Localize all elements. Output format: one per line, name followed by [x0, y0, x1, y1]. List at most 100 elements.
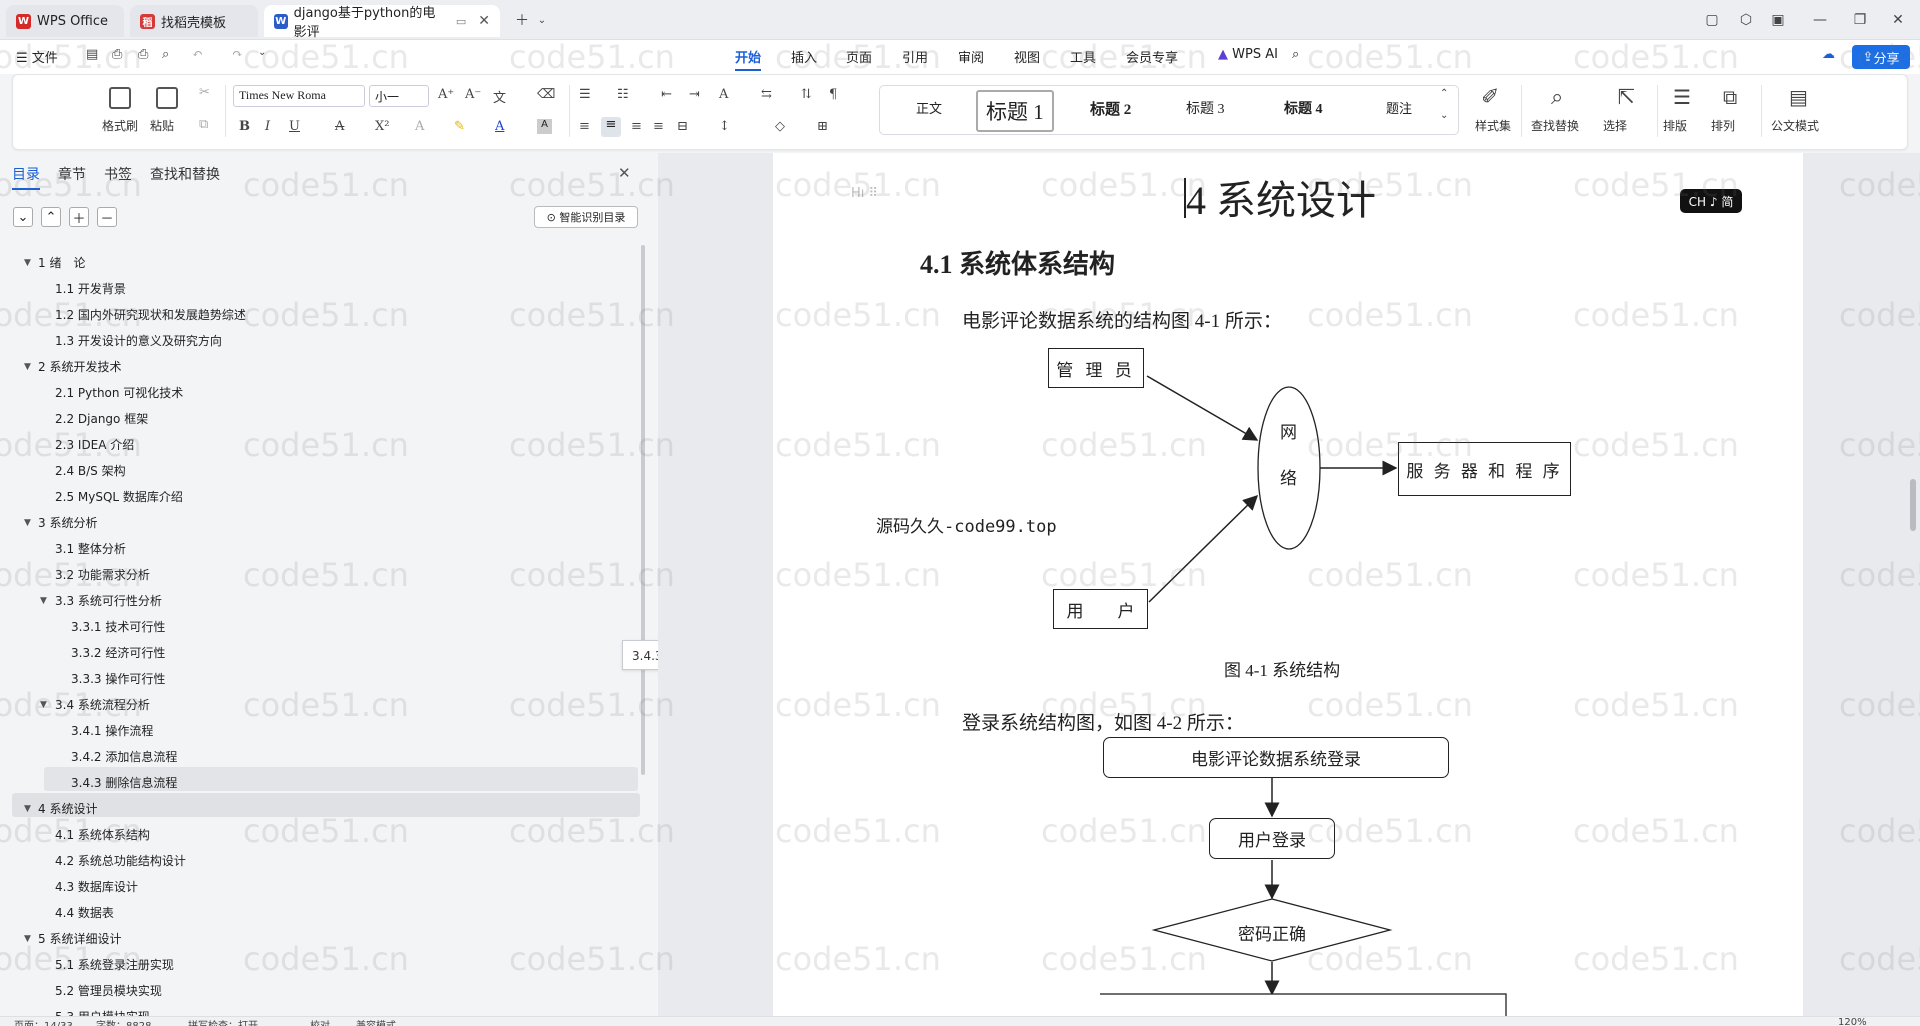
arrange-label[interactable]: 排列	[1711, 119, 1736, 133]
document-scrollbar[interactable]	[1906, 153, 1920, 1016]
cut-icon[interactable]: ✂	[199, 85, 210, 100]
menu-review[interactable]: 审阅	[958, 51, 985, 66]
toc-item[interactable]: 3.3 系统可行性分析	[55, 594, 162, 608]
export-icon[interactable]: ⎙	[112, 47, 123, 62]
menu-view[interactable]: 视图	[1014, 51, 1041, 66]
search-icon[interactable]: ⌕	[1292, 47, 1300, 62]
style-heading-4[interactable]: 标题 4	[1284, 102, 1323, 117]
style-set-label[interactable]: 样式集	[1475, 119, 1512, 133]
strikethrough-icon[interactable]: A	[335, 119, 345, 134]
arrange-icon[interactable]: ⧉	[1723, 85, 1738, 109]
toc-item[interactable]: 4 系统设计	[38, 802, 98, 816]
toc-item[interactable]: 1.1 开发背景	[55, 282, 126, 296]
tab-chapter[interactable]: 章节	[58, 167, 86, 183]
user-box[interactable]: 用 户	[1053, 589, 1148, 629]
spell-check[interactable]: 拼写检查：打开	[188, 1017, 258, 1026]
scroll-thumb[interactable]	[1910, 479, 1916, 531]
new-tab-icon[interactable]: ＋	[515, 13, 529, 29]
select-icon[interactable]: ⇱	[1617, 85, 1636, 110]
save-icon[interactable]: ▤	[86, 47, 99, 62]
toc-item[interactable]: 2 系统开发技术	[38, 360, 122, 374]
toc-item[interactable]: 1.3 开发设计的意义及研究方向	[55, 334, 222, 348]
border-icon[interactable]: ⊞	[817, 119, 828, 134]
file-menu[interactable]: ☰ 文件	[16, 51, 58, 66]
toc-item[interactable]: 3.4.3 删除信息流程	[71, 776, 178, 790]
zoom-level[interactable]: 120%	[1838, 1017, 1867, 1026]
layout-label[interactable]: 排版	[1663, 119, 1688, 133]
find-icon[interactable]: ⌕	[1551, 85, 1564, 110]
toc-item[interactable]: 4.2 系统总功能结构设计	[55, 854, 186, 868]
expand-toggle-icon[interactable]: ▼	[40, 700, 47, 710]
chevron-up-icon[interactable]: ⌃	[1440, 88, 1449, 99]
toc-item[interactable]: 3.3.1 技术可行性	[71, 620, 166, 634]
wps-ai-button[interactable]: ▲ WPS AI	[1218, 47, 1278, 62]
paste-label[interactable]: 粘贴	[150, 119, 175, 133]
close-tab-icon[interactable]: ✕	[478, 13, 490, 29]
cloud-icon[interactable]: ☁	[1822, 47, 1835, 62]
admin-box[interactable]: 管 理 员	[1048, 348, 1144, 388]
justify-icon[interactable]: ≡	[653, 119, 664, 134]
phonetic-icon[interactable]: 文	[493, 91, 507, 106]
align-center-icon[interactable]: ≡	[601, 117, 621, 137]
toc-item[interactable]: 2.2 Django 框架	[55, 412, 149, 426]
toc-item[interactable]: 3.3.2 经济可行性	[71, 646, 166, 660]
sort-icon[interactable]: ⇅	[801, 87, 812, 102]
underline-icon[interactable]: U	[289, 119, 300, 134]
flow-login-box[interactable]: 用户登录	[1209, 818, 1335, 859]
tab-wps-office[interactable]: W WPS Office	[6, 5, 124, 37]
flow-start-box[interactable]: 电影评论数据系统登录	[1103, 737, 1449, 778]
expand-toggle-icon[interactable]: ▼	[24, 804, 31, 814]
toc-item[interactable]: 3 系统分析	[38, 516, 98, 530]
toc-item[interactable]: 2.1 Python 可视化技术	[55, 386, 184, 400]
bold-icon[interactable]: B	[239, 119, 250, 134]
superscript-icon[interactable]: X²	[375, 119, 390, 134]
expand-toggle-icon[interactable]: ▼	[24, 934, 31, 944]
server-box[interactable]: 服 务 器 和 程 序	[1398, 442, 1571, 496]
toc-item[interactable]: 3.4.2 添加信息流程	[71, 750, 178, 764]
toc-item[interactable]: 1.2 国内外研究现状和发展趋势综述	[55, 308, 246, 322]
indent-icon[interactable]: ⇥	[689, 87, 700, 102]
number-list-icon[interactable]: ☷	[617, 87, 629, 102]
remove-heading-icon[interactable]: －	[97, 207, 117, 227]
toc-item[interactable]: 5.2 管理员模块实现	[55, 984, 162, 998]
toc-item[interactable]: 4.1 系统体系结构	[55, 828, 150, 842]
toc-item[interactable]: 3.1 整体分析	[55, 542, 126, 556]
restore-icon[interactable]: ❐	[1853, 12, 1867, 28]
expand-toggle-icon[interactable]: ▼	[24, 258, 31, 268]
menu-home[interactable]: 开始	[735, 47, 762, 71]
box-icon[interactable]: ⬡	[1739, 12, 1753, 28]
avatar[interactable]: ▣	[1771, 12, 1785, 28]
layout-icon[interactable]: ☰	[1673, 85, 1691, 109]
font-color-icon[interactable]: A	[495, 119, 505, 134]
share-button[interactable]: ⇪ 分享	[1852, 45, 1910, 69]
chevron-down-icon[interactable]: ⌄	[1440, 110, 1449, 121]
toc-item[interactable]: 2.4 B/S 架构	[55, 464, 126, 478]
close-panel-icon[interactable]: ✕	[618, 164, 631, 182]
tab-docer[interactable]: 稻 找稻壳模板	[130, 5, 258, 37]
official-doc-icon[interactable]: ▤	[1789, 85, 1808, 109]
page-indicator[interactable]: 页面：14/33	[14, 1017, 73, 1026]
find-replace-label[interactable]: 查找替换	[1531, 119, 1580, 133]
format-painter-label[interactable]: 格式刷	[102, 119, 139, 133]
paragraph-2[interactable]: 登录系统结构图，如图 4-2 所示：	[962, 713, 1244, 734]
expand-toggle-icon[interactable]: ▼	[24, 518, 31, 528]
clear-format-icon[interactable]: ⌫	[537, 87, 556, 102]
menu-tools[interactable]: 工具	[1070, 51, 1097, 66]
bullet-list-icon[interactable]: ☰	[579, 87, 591, 102]
font-size-select[interactable]: 小一	[369, 85, 429, 107]
align-right-icon[interactable]: ≡	[631, 119, 642, 134]
style-normal[interactable]: 正文	[916, 101, 943, 116]
chapter-heading[interactable]: 4 系统设计	[1186, 178, 1376, 223]
char-shading-icon[interactable]: A	[537, 119, 552, 134]
doc-mode-label[interactable]: 公文模式	[1771, 119, 1820, 133]
toc-item[interactable]: 3.4.1 操作流程	[71, 724, 154, 738]
toc-item[interactable]: 1 绪 论	[38, 256, 86, 270]
more-icon[interactable]: ⌄	[258, 47, 267, 58]
word-count[interactable]: 字数：8828	[96, 1017, 151, 1026]
align-left-icon[interactable]: ≡	[579, 119, 590, 134]
shrink-font-icon[interactable]: A⁻	[465, 87, 482, 102]
toc-item[interactable]: 2.3 IDEA 介绍	[55, 438, 135, 452]
shading-icon[interactable]: ◇	[775, 119, 785, 134]
paste-icon[interactable]	[156, 87, 178, 109]
expand-toggle-icon[interactable]: ▼	[24, 362, 31, 372]
